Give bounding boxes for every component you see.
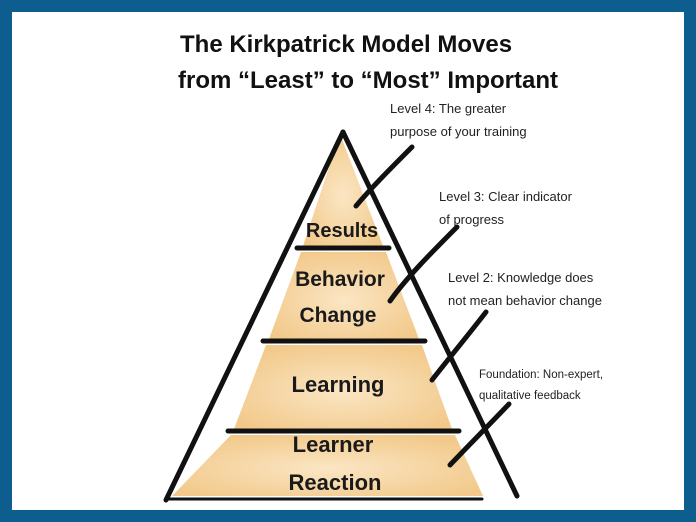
tier-results-fill (303, 134, 383, 246)
annotation-foundation-line1: Foundation: Non-expert, (479, 369, 603, 381)
pyramid-left-edge (163, 129, 346, 503)
annotation-level-4-line2: purpose of your training (390, 124, 527, 139)
title-line-1: The Kirkpatrick Model Moves (180, 31, 512, 58)
tier-label-results: Results (306, 220, 378, 242)
tier-reaction-fill (172, 435, 483, 496)
pyramid-right-edge (340, 129, 520, 499)
tier-label-learning: Learning (292, 372, 385, 397)
leader-foundation (447, 401, 512, 468)
slide-frame: The Kirkpatrick Model Moves from “Least”… (12, 12, 684, 510)
annotation-level-3-line1: Level 3: Clear indicator (439, 189, 573, 204)
annotation-foundation-line2: qualitative feedback (479, 390, 581, 402)
leader-level-2 (429, 309, 489, 383)
annotation-level-4-line1: Level 4: The greater (390, 101, 507, 116)
annotation-level-2-line1: Level 2: Knowledge does (448, 270, 594, 285)
tier-label-reaction-line2: Reaction (289, 470, 382, 495)
annotation-level-2-line2: not mean behavior change (448, 293, 602, 308)
tier-label-reaction-line1: Learner (293, 432, 374, 457)
leader-level-4 (353, 144, 415, 209)
kirkpatrick-pyramid-diagram: The Kirkpatrick Model Moves from “Least”… (163, 31, 603, 503)
title-line-2: from “Least” to “Most” Important (178, 67, 558, 94)
tier-learning-fill (234, 345, 452, 429)
tier-label-behavior-line1: Behavior (295, 268, 385, 291)
annotation-level-3-line2: of progress (439, 212, 505, 227)
leader-level-3 (387, 224, 460, 304)
tier-behavior-fill (269, 252, 419, 339)
tier-label-behavior-line2: Change (299, 304, 376, 327)
